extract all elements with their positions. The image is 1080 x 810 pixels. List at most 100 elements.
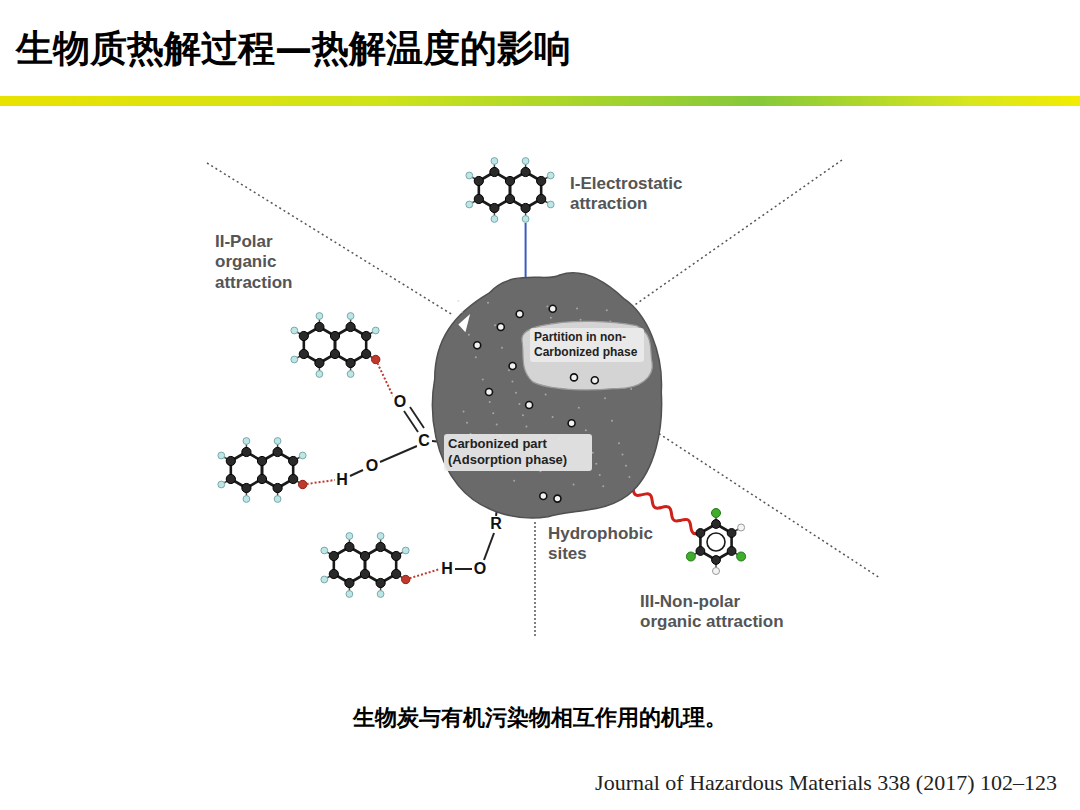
carbon-atom: [273, 447, 282, 456]
hydrogen-atom: [291, 327, 298, 334]
carbon-atom: [727, 529, 736, 538]
hydrogen-atom: [316, 313, 323, 320]
texture-dot: [625, 465, 627, 467]
texture-dot: [618, 442, 620, 444]
carbon-atom: [376, 578, 385, 587]
site-label: Hydrophobic sites: [548, 524, 668, 565]
hydrogen-atom: [274, 496, 281, 503]
carbon-atom: [474, 176, 483, 185]
chlorine-atom: [737, 552, 746, 561]
texture-dot: [513, 480, 515, 482]
carbon-atom: [273, 483, 282, 492]
bond: [455, 568, 472, 570]
carbon-atom: [712, 520, 721, 529]
hydrogen-atom: [321, 547, 328, 554]
pore: [516, 311, 523, 318]
hydrogen-atom: [243, 496, 250, 503]
texture-dot: [487, 302, 489, 304]
texture-dot: [580, 319, 582, 321]
carbon-atom: [696, 529, 705, 538]
pore: [591, 377, 598, 384]
hydrogen-atom: [402, 547, 409, 554]
bond: [380, 446, 417, 462]
texture-dot: [602, 485, 604, 487]
hydrogen-atom: [491, 158, 498, 165]
texture-dot: [630, 388, 632, 390]
carbon-atom: [346, 322, 355, 331]
carbon-atom: [521, 167, 530, 176]
carbon-atom: [537, 194, 546, 203]
carbon-atom: [521, 203, 530, 212]
hydrogen-atom: [713, 568, 720, 575]
texture-dot: [552, 416, 554, 418]
atom-symbol: O: [393, 394, 407, 410]
double-bond: [404, 411, 418, 432]
hydrogen-atom: [372, 327, 379, 334]
carbon-atom: [330, 331, 339, 340]
hydrogen-atom: [243, 438, 250, 445]
chlorine-atom: [686, 552, 695, 561]
carbon-atom: [289, 456, 298, 465]
texture-dot: [475, 356, 477, 358]
carbon-atom: [315, 358, 324, 367]
slide-title: 生物质热解过程—热解温度的影响: [16, 24, 571, 74]
carbon-atom: [299, 349, 308, 358]
aromatic-ring: [707, 533, 725, 551]
hydrogen-atom: [522, 158, 529, 165]
mechanism-label: I-Electrostatic attraction: [570, 174, 720, 215]
hydrogen-atom: [346, 591, 353, 598]
carbon-atom: [257, 474, 266, 483]
hydrogen-atom: [218, 452, 225, 459]
hydrogen-atom: [218, 481, 225, 488]
carbon-atom: [329, 569, 338, 578]
atom-symbol: C: [417, 433, 431, 449]
atom-symbol: H: [335, 472, 349, 488]
carbon-atom: [226, 456, 235, 465]
hydrogen-atom: [491, 216, 498, 223]
texture-dot: [539, 470, 541, 472]
bond: [350, 470, 363, 476]
carbon-atom: [226, 474, 235, 483]
chlorobenzene-molecule: [686, 509, 745, 575]
pore: [526, 402, 533, 409]
mechanism-label: III-Non-polar organic attraction: [640, 592, 805, 633]
carbon-atom: [315, 322, 324, 331]
mechanism-label: II-Polar organic attraction: [215, 232, 325, 293]
hydrogen-bond: [303, 480, 335, 485]
sector-divider: [659, 434, 880, 578]
pore: [474, 342, 481, 349]
sector-divider: [534, 522, 536, 636]
carbon-atom: [242, 447, 251, 456]
carbon-atom: [289, 474, 298, 483]
atom-symbol: O: [473, 561, 487, 577]
hydrogen-atom: [547, 172, 554, 179]
hydrogen-atom: [377, 591, 384, 598]
texture-dot: [576, 307, 578, 309]
hydrogen-atom: [321, 576, 328, 583]
carbon-atom: [362, 331, 371, 340]
carbon-atom: [537, 176, 546, 185]
surface-crack: [458, 314, 470, 332]
carbon-atom: [360, 551, 369, 560]
texture-dot: [496, 424, 498, 426]
bond: [484, 533, 494, 560]
texture-dot: [525, 425, 527, 427]
pore: [554, 495, 561, 502]
texture-dot: [592, 452, 594, 454]
texture-dot: [599, 474, 601, 476]
pore: [568, 420, 575, 427]
texture-dot: [573, 483, 575, 485]
pore: [509, 363, 516, 370]
carbon-atom: [329, 551, 338, 560]
atom-symbol: O: [365, 458, 379, 474]
texture-dot: [606, 309, 608, 311]
title-bar: [0, 96, 1080, 106]
carbon-atom: [346, 358, 355, 367]
atom-symbol: R: [489, 516, 503, 532]
texture-dot: [492, 412, 494, 414]
carbon-atom: [376, 542, 385, 551]
texture-dot: [578, 407, 580, 409]
pore: [549, 305, 556, 312]
carbon-atom: [345, 542, 354, 551]
